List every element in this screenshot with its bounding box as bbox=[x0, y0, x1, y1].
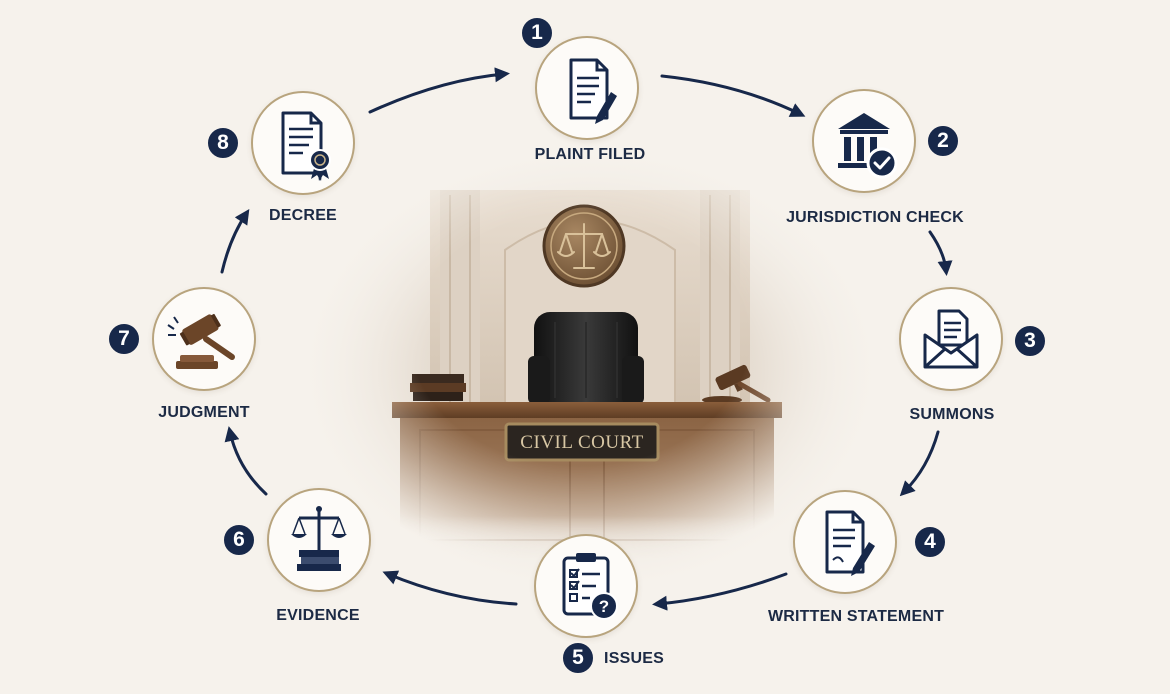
step-number-badge: 1 bbox=[520, 16, 554, 50]
document-pen-icon bbox=[825, 510, 875, 576]
step-number-badge: 8 bbox=[206, 126, 240, 160]
step-label: EVIDENCE bbox=[276, 607, 360, 624]
step-label: PLAINT FILED bbox=[534, 146, 646, 163]
step-label: SUMMONS bbox=[909, 406, 995, 423]
arrow-6-to-7 bbox=[224, 426, 268, 496]
arrow-7-to-8 bbox=[220, 209, 250, 274]
arrow-8-to-1 bbox=[368, 67, 510, 114]
nameplate-label: CIVIL COURT bbox=[520, 432, 644, 453]
arrow-4-to-5 bbox=[652, 572, 788, 611]
step-number-badge: 3 bbox=[1013, 324, 1047, 358]
step-label: ISSUES bbox=[604, 650, 664, 667]
step-number-badge: 7 bbox=[107, 322, 141, 356]
step-number-badge: 4 bbox=[913, 525, 947, 559]
gavel-icon bbox=[167, 313, 235, 369]
arrow-3-to-4 bbox=[899, 430, 940, 497]
step-label: JURISDICTION CHECK bbox=[786, 209, 964, 226]
arrow-2-to-3 bbox=[928, 230, 953, 276]
step-label: JUDGMENT bbox=[158, 404, 250, 421]
step-label: DECREE bbox=[269, 207, 337, 224]
svg-text:?: ? bbox=[599, 597, 609, 616]
document-pen-icon bbox=[569, 58, 617, 124]
clipboard-question-icon: ? bbox=[562, 553, 618, 620]
arrow-1-to-2 bbox=[660, 74, 806, 117]
certificate-seal-icon bbox=[281, 111, 331, 181]
step-number-badge: 5 bbox=[561, 641, 595, 675]
scales-books-icon bbox=[291, 506, 347, 571]
step-number-badge: 2 bbox=[926, 124, 960, 158]
envelope-letter-icon bbox=[923, 309, 979, 369]
courthouse-check-icon bbox=[838, 113, 898, 179]
step-number-badge: 6 bbox=[222, 523, 256, 557]
step-label: WRITTEN STATEMENT bbox=[767, 608, 945, 625]
arrow-5-to-6 bbox=[382, 570, 518, 606]
scales-emblem bbox=[557, 223, 611, 269]
